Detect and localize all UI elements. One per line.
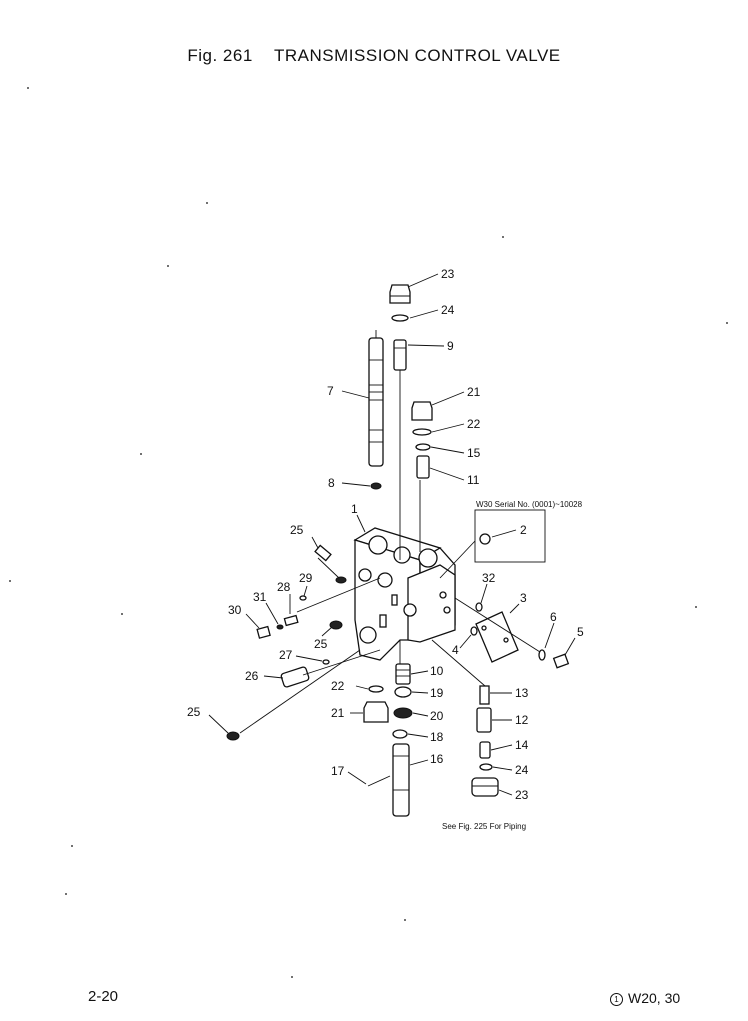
callout-29: 29 bbox=[299, 571, 313, 585]
serial-number-note: W30 Serial No. (0001)~10028 bbox=[476, 500, 583, 509]
callout-5: 5 bbox=[577, 625, 584, 639]
plug-2 bbox=[479, 533, 491, 545]
callout-7: 7 bbox=[327, 384, 334, 398]
callout-13: 13 bbox=[515, 686, 529, 700]
callout-23-bottom: 23 bbox=[515, 788, 529, 802]
gasket-32 bbox=[475, 602, 483, 612]
callout-26: 26 bbox=[245, 669, 259, 683]
valve-spool-7 bbox=[368, 330, 384, 467]
washer-15 bbox=[415, 443, 431, 451]
valve-14 bbox=[479, 741, 491, 759]
callout-18: 18 bbox=[430, 730, 444, 744]
callout-11: 11 bbox=[467, 473, 480, 487]
plug-21-bottom bbox=[363, 701, 389, 723]
callout-12: 12 bbox=[515, 713, 529, 727]
check-valve-11 bbox=[416, 455, 430, 479]
callout-30: 30 bbox=[228, 603, 242, 617]
callout-20: 20 bbox=[430, 709, 444, 723]
callout-25-upper: 25 bbox=[290, 523, 304, 537]
model-list: W20, 30 bbox=[628, 990, 681, 1006]
callout-3: 3 bbox=[520, 591, 527, 605]
callout-leaders bbox=[208, 273, 576, 796]
plug-21-top bbox=[411, 401, 433, 421]
callout-17: 17 bbox=[331, 764, 345, 778]
callout-27: 27 bbox=[279, 648, 293, 662]
spring-13 bbox=[479, 685, 490, 705]
piston-19 bbox=[394, 686, 412, 698]
callout-22-top: 22 bbox=[467, 417, 481, 431]
valve-body bbox=[353, 362, 456, 661]
callout-15: 15 bbox=[467, 446, 481, 460]
o-ring-22-top bbox=[412, 428, 432, 436]
model-applicability: 1 W20, 30 bbox=[610, 990, 680, 1006]
callout-25-lower: 25 bbox=[187, 705, 201, 719]
scan-specks bbox=[9, 87, 728, 978]
plug-23-bottom bbox=[471, 777, 499, 797]
callout-1: 1 bbox=[351, 502, 358, 516]
page-number: 2-20 bbox=[88, 988, 119, 1005]
plug-25-upper bbox=[314, 544, 332, 562]
spring-28 bbox=[283, 614, 299, 627]
callout-19: 19 bbox=[430, 686, 444, 700]
figure-title: Fig. 261 TRANSMISSION CONTROL VALVE bbox=[0, 46, 748, 66]
callout-4: 4 bbox=[452, 643, 459, 657]
callout-16: 16 bbox=[430, 752, 444, 766]
callout-32: 32 bbox=[482, 571, 496, 585]
valve-spool-9 bbox=[393, 339, 407, 371]
callout-2: 2 bbox=[520, 523, 527, 537]
o-ring-22-bottom bbox=[368, 685, 384, 693]
o-ring-24-bottom bbox=[479, 763, 493, 771]
callout-25-middle: 25 bbox=[314, 637, 328, 651]
washer-6 bbox=[538, 649, 546, 661]
callout-6: 6 bbox=[550, 610, 557, 624]
callout-8: 8 bbox=[328, 476, 335, 490]
ring-8 bbox=[370, 482, 382, 490]
cover-plate-3 bbox=[475, 611, 519, 663]
callout-14: 14 bbox=[515, 738, 529, 752]
figure-number: Fig. 261 bbox=[187, 46, 253, 65]
pin-17 bbox=[367, 775, 391, 787]
o-ring-4 bbox=[470, 626, 478, 636]
plug-23-top bbox=[389, 284, 411, 304]
spacer-20 bbox=[393, 707, 413, 719]
plug-25-middle bbox=[329, 620, 343, 630]
callout-21-bottom: 21 bbox=[331, 706, 345, 720]
model-mark-circle: 1 bbox=[610, 993, 623, 1006]
spool-16 bbox=[392, 743, 410, 817]
callout-28: 28 bbox=[277, 580, 291, 594]
callout-21-top: 21 bbox=[467, 385, 481, 399]
callout-31: 31 bbox=[253, 590, 267, 604]
bolt-5 bbox=[552, 653, 570, 669]
ball-29 bbox=[299, 595, 307, 601]
plug-25-upper-small bbox=[335, 576, 347, 584]
callout-24-bottom: 24 bbox=[515, 763, 529, 777]
plug-30 bbox=[256, 625, 271, 639]
serial-note-box bbox=[474, 509, 546, 563]
callout-10: 10 bbox=[430, 664, 444, 678]
piston-12 bbox=[476, 707, 492, 733]
o-ring-24-top bbox=[391, 314, 409, 322]
callout-9: 9 bbox=[447, 339, 454, 353]
callout-22-bottom: 22 bbox=[331, 679, 345, 693]
callout-labels: 23 24 9 7 21 22 15 11 8 1 2 25 29 28 31 … bbox=[187, 267, 584, 802]
callout-24-top: 24 bbox=[441, 303, 455, 317]
figure-name: TRANSMISSION CONTROL VALVE bbox=[274, 46, 561, 65]
o-ring-27 bbox=[322, 659, 330, 665]
washer-31 bbox=[276, 624, 284, 630]
piping-reference-note: See Fig. 225 For Piping bbox=[442, 822, 526, 831]
sensor-26 bbox=[280, 666, 310, 688]
plug-25-lower bbox=[226, 731, 240, 741]
washer-18 bbox=[392, 729, 408, 739]
callout-23-top: 23 bbox=[441, 267, 455, 281]
spring-10 bbox=[395, 663, 411, 685]
